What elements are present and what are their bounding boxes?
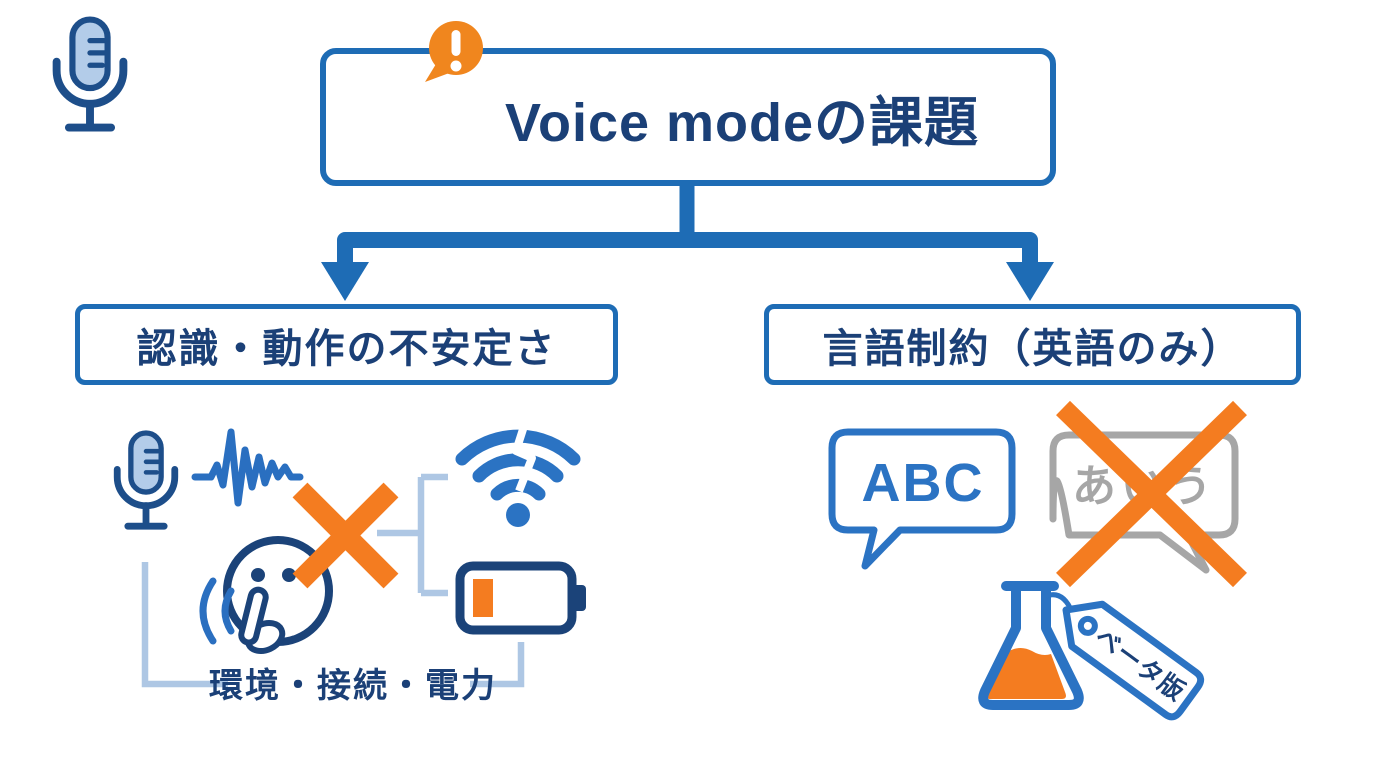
right-branch-box: 言語制約（英語のみ） (764, 304, 1301, 385)
broken-wifi-icon (455, 421, 581, 527)
left-branch-caption: 環境・接続・電力 (209, 667, 497, 705)
exclamation-mark (451, 30, 461, 56)
root-title: Voice modeの課題 (504, 92, 980, 153)
flask-icon (978, 581, 1084, 710)
cross-icon (292, 482, 399, 589)
alert-speech-bubble-icon (425, 21, 483, 82)
speech-bubble-icon: ABC (828, 428, 1016, 570)
right-branch-title: 言語制約（英語のみ） (822, 326, 1243, 371)
english-bubble-text: ABC (862, 453, 985, 513)
arrow-down-right-icon (1006, 262, 1054, 301)
microphone-icon (117, 433, 175, 526)
left-branch-box: 認識・動作の不安定さ (75, 304, 618, 385)
right-branch-illustration: ABC あいう ベータ版 (828, 400, 1247, 721)
waveform-icon (191, 428, 304, 507)
bracket-line-right (470, 642, 525, 688)
left-branch-title: 認識・動作の不安定さ (136, 326, 557, 371)
bracket-fork-line (377, 473, 448, 597)
bracket-line-left (141, 562, 228, 688)
crossed-speech-bubble-icon: あいう (1049, 400, 1247, 588)
low-battery-icon (455, 561, 586, 635)
battery-charge-bar (473, 579, 493, 617)
connector-bar (337, 232, 1038, 266)
arrow-down-left-icon (321, 262, 369, 301)
microphone-icon (46, 16, 134, 139)
left-branch-illustration: 環境・接続・電力 (75, 421, 586, 705)
cross-icon (1056, 400, 1247, 588)
sound-wave-icon (199, 577, 235, 645)
flask-liquid (986, 647, 1066, 699)
